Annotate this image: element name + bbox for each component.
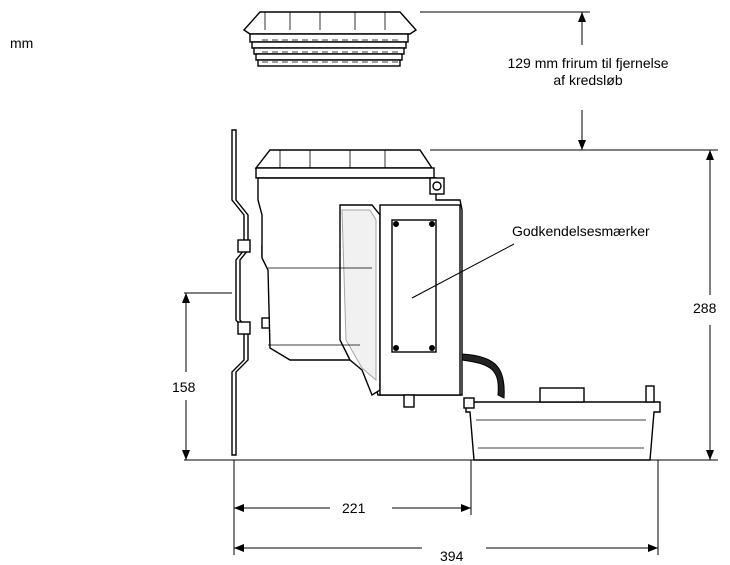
unit-side-view xyxy=(231,129,661,461)
height-total-dimension xyxy=(184,150,718,461)
clearance-label-line1: 129 mm frirum til fjernelse xyxy=(507,55,668,71)
height-mount-dimension xyxy=(182,292,232,460)
width-total-dimension xyxy=(234,460,659,555)
dim-height-total: 288 xyxy=(693,300,717,316)
width-mount-dimension xyxy=(233,460,472,555)
units-label: mm xyxy=(10,35,33,51)
approval-leader-line xyxy=(411,243,515,299)
removed-lid-figure xyxy=(242,11,418,67)
dim-height-mount: 158 xyxy=(172,379,196,395)
clearance-dimension xyxy=(420,11,718,151)
dim-width-mount: 221 xyxy=(342,500,366,516)
clearance-label-line2: af kredsløb xyxy=(553,72,622,88)
approval-marks-label: Godkendelsesmærker xyxy=(512,223,650,239)
dim-width-total: 394 xyxy=(440,548,464,564)
